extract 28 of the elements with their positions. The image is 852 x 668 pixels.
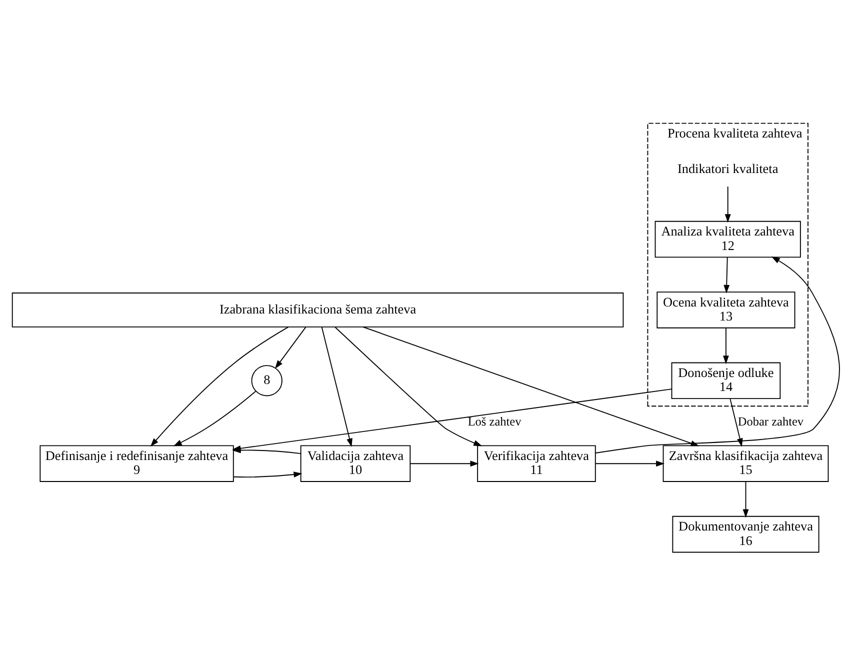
arrow [410, 460, 479, 467]
node-box: Definisanje i redefinisanje zahteva 9 [40, 445, 234, 482]
node-circle: 8 [251, 365, 282, 396]
node-box: Donošenje odluke 14 [671, 362, 781, 400]
node-box: Završna klasifikacija zahteva 15 [662, 445, 829, 482]
arrow [724, 256, 730, 294]
arrow [595, 460, 665, 467]
arrow [232, 388, 672, 452]
arrow [150, 326, 289, 447]
arrow [274, 326, 306, 369]
node-box: Validacija zahteva 10 [300, 445, 411, 482]
node-box: Ocena kvaliteta zahteva 13 [656, 292, 796, 328]
node-box: Verifikacija zahteva 11 [477, 445, 596, 482]
arrow [742, 481, 749, 518]
arrow [595, 256, 840, 454]
arrow [724, 186, 731, 223]
arrow [730, 398, 743, 447]
arrow [233, 472, 302, 478]
arrow [334, 326, 482, 446]
arrow [173, 390, 256, 446]
node-box: Izabrana klasifikaciona šema zahteva [12, 292, 624, 328]
node-box: Dokumentovanje zahteva 16 [672, 516, 820, 553]
edge-label: Dobar zahtev [738, 414, 804, 428]
node-text: Indikatori kvaliteta [677, 160, 778, 176]
edge-label: Loš zahtev [468, 414, 522, 428]
arrow [722, 327, 729, 364]
arrow [321, 326, 352, 447]
node-box: Analiza kvaliteta zahteva 12 [654, 220, 801, 258]
